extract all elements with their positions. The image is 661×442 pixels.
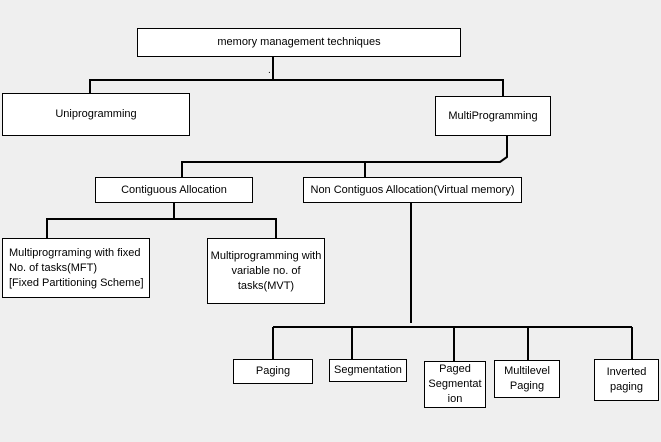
connector-root-to-level1 xyxy=(89,57,274,93)
node-paging-label: Paging xyxy=(255,365,291,377)
node-mft-line3: [Fixed Partitioning Scheme] xyxy=(9,276,144,289)
stray-dot: . xyxy=(268,65,271,76)
node-root: memory management techniques xyxy=(137,28,461,57)
node-multiprogramming: MultiProgramming xyxy=(435,96,551,136)
node-inverted-paging-line2: paging xyxy=(609,381,644,393)
node-mvt: Multiprogramming with variable no. of ta… xyxy=(207,238,325,304)
node-paging: Paging xyxy=(233,359,313,384)
node-root-label: memory management techniques xyxy=(217,36,381,48)
node-multilevel-paging-line2: Paging xyxy=(509,380,545,392)
node-mft-line1: Multiprogrraming with fixed xyxy=(9,246,141,259)
connector-multi-to-level2 xyxy=(181,136,508,177)
node-paged-segmentation-line1: Paged xyxy=(439,363,471,375)
node-paged-segmentation: Paged Segmentat ion xyxy=(424,361,486,408)
node-uniprogramming: Uniprogramming xyxy=(2,93,190,136)
node-inverted-paging: Inverted paging xyxy=(594,359,659,401)
connector-root-to-multiprogramming xyxy=(273,79,504,96)
node-non-contiguous-label: Non Contiguos Allocation(Virtual memory) xyxy=(310,183,515,196)
node-multiprogramming-label: MultiProgramming xyxy=(448,109,538,122)
node-inverted-paging-line1: Inverted xyxy=(606,366,647,378)
node-mft: Multiprogrraming with fixed No. of tasks… xyxy=(2,238,150,298)
node-uniprogramming-label: Uniprogramming xyxy=(55,108,137,120)
node-paged-segmentation-line3: ion xyxy=(447,393,463,405)
node-mft-line2: No. of tasks(MFT) xyxy=(9,261,98,274)
node-mvt-line3: tasks(MVT) xyxy=(237,279,295,292)
node-mvt-line1: Multiprogramming with xyxy=(210,249,322,262)
node-multilevel-paging-line1: Multilevel xyxy=(504,365,550,377)
node-non-contiguous-allocation: Non Contiguos Allocation(Virtual memory) xyxy=(303,177,522,203)
node-paged-segmentation-line2: Segmentat xyxy=(428,378,482,390)
node-segmentation-label: Segmentation xyxy=(334,364,402,376)
connector-contiguous-bar xyxy=(46,218,277,238)
node-multilevel-paging: Multilevel Paging xyxy=(494,360,560,398)
node-segmentation: Segmentation xyxy=(329,359,407,382)
node-contiguous-label: Contiguous Allocation xyxy=(121,183,227,196)
node-mvt-line2: variable no. of xyxy=(231,264,301,277)
node-contiguous-allocation: Contiguous Allocation xyxy=(95,177,253,203)
